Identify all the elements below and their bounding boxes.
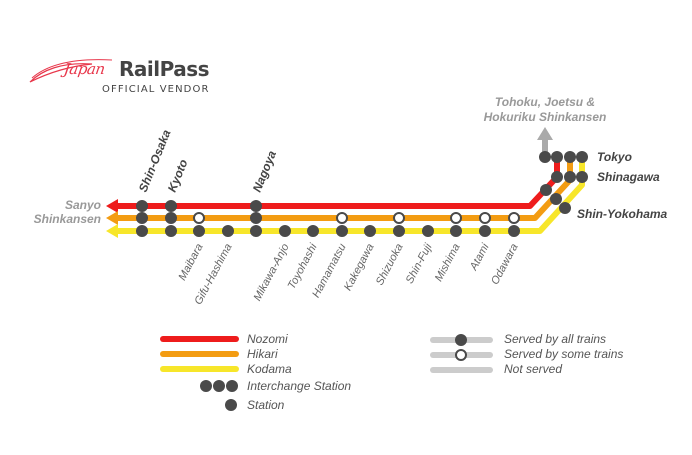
- tokyo-node-kodama: [576, 151, 588, 163]
- shin-osaka-node-nozomi: [136, 200, 148, 212]
- legend: Nozomi Hikari Kodama Interchange Station…: [160, 332, 623, 412]
- mishima-label: Mishima: [433, 242, 463, 284]
- legend-interchange-icon-2: [213, 380, 225, 392]
- legend-interchange-icon-3: [226, 380, 238, 392]
- legend-served-some-icon: [455, 349, 467, 361]
- tokyo-node-hikari: [564, 151, 576, 163]
- atami-node-kodama: [479, 225, 491, 237]
- nagoya-node-nozomi: [250, 200, 262, 212]
- shin-yokohama-node-hikari: [550, 193, 562, 205]
- shinagawa-label: Shinagawa: [597, 170, 660, 184]
- brand-logo: Japan RailPass OFFICIAL VENDOR: [22, 52, 222, 102]
- kyoto-node-nozomi: [165, 200, 177, 212]
- brand-swoosh-icon: [29, 59, 113, 83]
- legend-interchange-icon-1: [200, 380, 212, 392]
- legend-nozomi-label: Nozomi: [247, 332, 288, 346]
- toyohashi-node-kodama: [307, 225, 319, 237]
- mishima-node-hikari: [450, 212, 462, 224]
- kyoto-node-kodama: [165, 225, 177, 237]
- legend-interchange-label: Interchange Station: [247, 379, 351, 393]
- shin-yokohama-node-nozomi: [540, 184, 552, 196]
- odawara-node-kodama: [508, 225, 520, 237]
- legend-served-all-label: Served by all trains: [504, 332, 606, 346]
- nagoya-node-hikari: [250, 212, 262, 224]
- tokyo-node-nozomi: [551, 151, 563, 163]
- shinagawa-node-kodama: [576, 171, 588, 183]
- legend-served-some-label: Served by some trains: [504, 347, 623, 361]
- nagoya-node-kodama: [250, 225, 262, 237]
- north-arrow-icon: [537, 127, 553, 140]
- odawara-label: Odawara: [489, 242, 521, 287]
- tokyo-label: Tokyo: [597, 150, 632, 164]
- kodama-arrow-icon: [106, 224, 118, 238]
- sanyo-label-line2: Shinkansen: [34, 212, 101, 226]
- shin-yokohama-node-kodama: [559, 202, 571, 214]
- shinagawa-node-hikari: [564, 171, 576, 183]
- north-connector: [542, 140, 548, 158]
- hamamatsu-node-kodama: [336, 225, 348, 237]
- legend-not-served-label: Not served: [504, 362, 562, 376]
- hamamatsu-node-hikari: [336, 212, 348, 224]
- maibara-node-kodama: [193, 225, 205, 237]
- brand-vendor-text: OFFICIAL VENDOR: [102, 84, 210, 95]
- shin-fuji-node-kodama: [422, 225, 434, 237]
- tohoku-label-line2: Hokuriku Shinkansen: [484, 110, 607, 124]
- tokyo-node-tohoku: [539, 151, 551, 163]
- shin-fuji-label: Shin-Fuji: [404, 241, 435, 285]
- tohoku-label-line1: Tohoku, Joetsu &: [495, 95, 595, 109]
- nozomi-arrow-icon: [106, 199, 118, 213]
- shizuoka-node-hikari: [393, 212, 405, 224]
- legend-served-all-icon: [455, 334, 467, 346]
- gifu-hashima-node-kodama: [222, 225, 234, 237]
- atami-node-hikari: [479, 212, 491, 224]
- maibara-node-hikari: [193, 212, 205, 224]
- hikari-arrow-icon: [106, 211, 118, 225]
- shinagawa-node-nozomi: [551, 171, 563, 183]
- legend-station-label: Station: [247, 398, 285, 412]
- kyoto-label: Kyoto: [165, 157, 191, 194]
- legend-hikari-label: Hikari: [247, 347, 278, 361]
- atami-label: Atami: [467, 241, 492, 273]
- nagoya-label: Nagoya: [250, 148, 279, 194]
- legend-station-icon: [225, 399, 237, 411]
- brand-railpass-text: RailPass: [119, 57, 210, 81]
- mishima-node-kodama: [450, 225, 462, 237]
- shizuoka-node-kodama: [393, 225, 405, 237]
- shizuoka-label: Shizuoka: [374, 242, 406, 288]
- shin-osaka-node-hikari: [136, 212, 148, 224]
- maibara-label: Maibara: [176, 242, 205, 283]
- legend-kodama-label: Kodama: [247, 362, 292, 376]
- mikawa-anjo-node-kodama: [279, 225, 291, 237]
- shin-osaka-node-kodama: [136, 225, 148, 237]
- mikawa-anjo-label: Mikawa-Anjo: [251, 242, 291, 303]
- kyoto-node-hikari: [165, 212, 177, 224]
- sanyo-label-line1: Sanyo: [65, 198, 101, 212]
- odawara-node-hikari: [508, 212, 520, 224]
- shin-yokohama-label: Shin-Yokohama: [577, 207, 668, 221]
- kakegawa-node-kodama: [364, 225, 376, 237]
